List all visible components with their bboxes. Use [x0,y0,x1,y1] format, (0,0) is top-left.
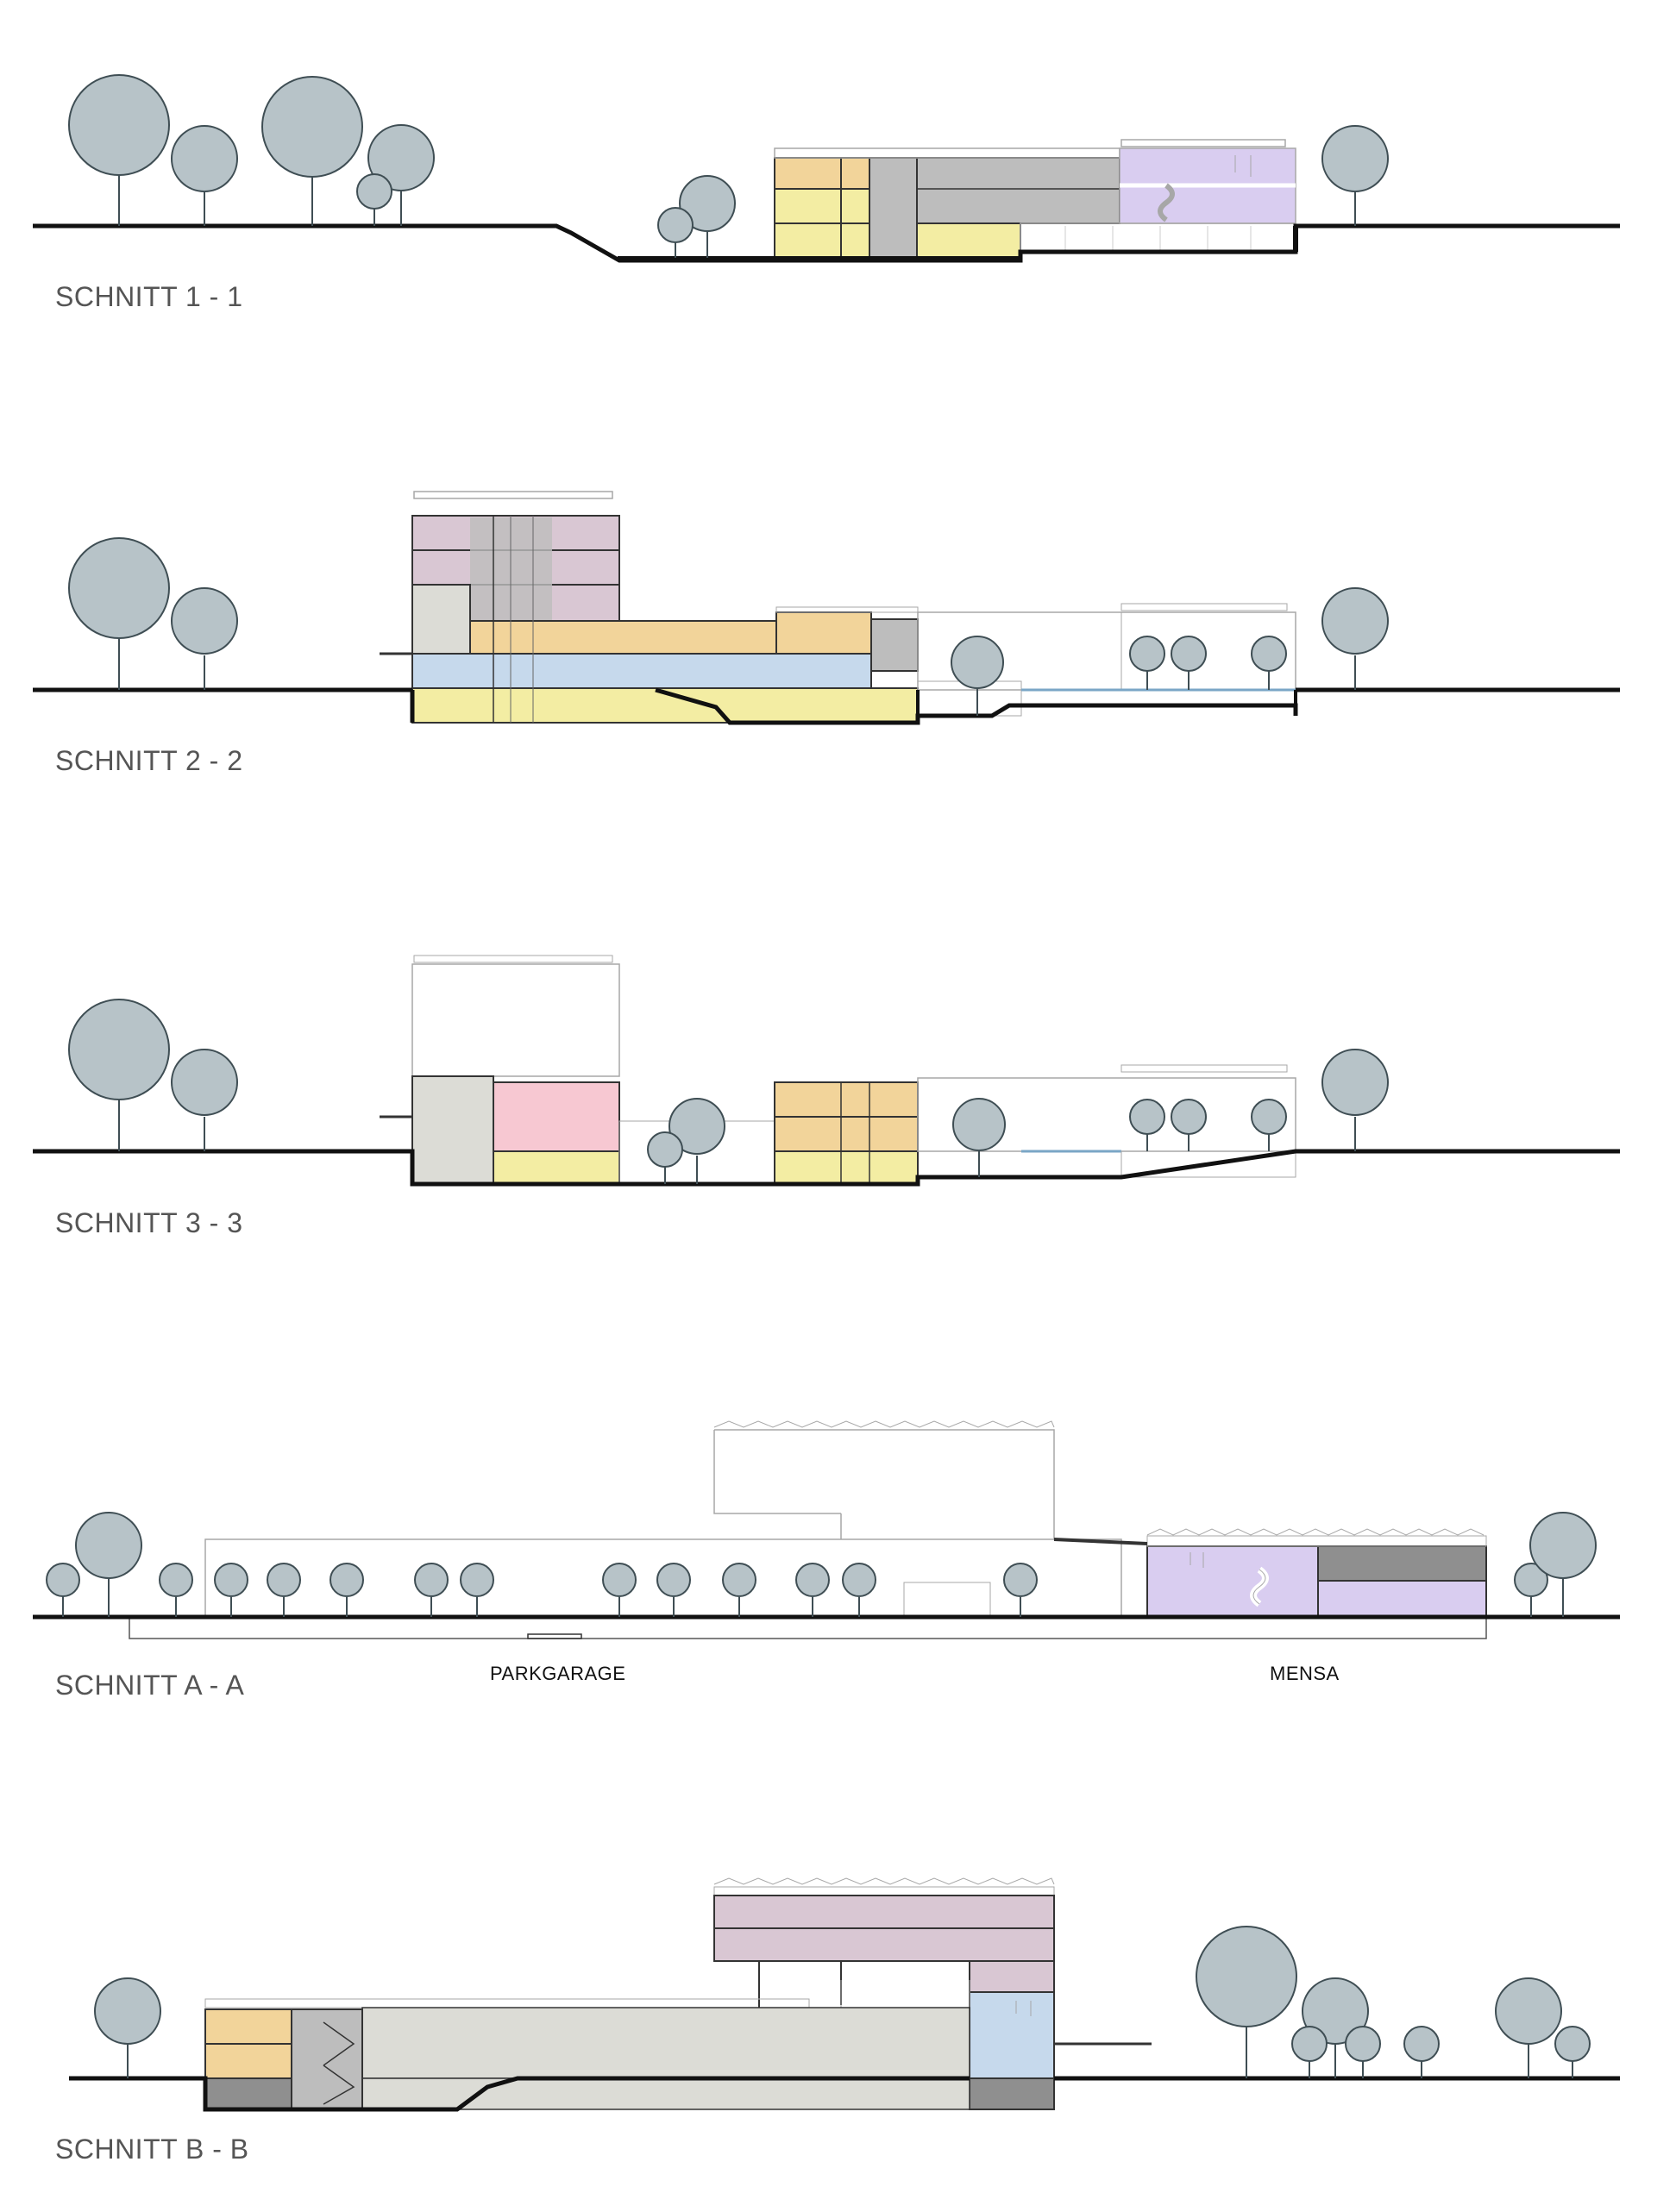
section-3-3-trees [68,999,1389,1184]
section-a-a-trees [46,1512,1597,1617]
section-b-b-trees [94,1926,1591,2078]
section-2-2-title: SCHNITT 2 - 2 [55,745,243,776]
section-3-3-drawing [33,955,1620,1187]
section-b-b-building [204,1877,1152,2110]
section-a-a-drawing [33,1420,1620,1639]
section-3-3-title: SCHNITT 3 - 3 [55,1207,243,1238]
section-2-2-trees [68,537,1389,716]
section-1-1-title: SCHNITT 1 - 1 [55,281,243,312]
section-a-a-building [129,1420,1487,1639]
section-b-b-title: SCHNITT B - B [55,2134,249,2165]
section-1-1-building [774,139,1296,259]
section-3-3-building [380,955,1296,1185]
section-2-2-building [380,491,1296,724]
section-2-2-drawing [33,491,1620,725]
section-3-3-ground-line [33,1149,1620,1187]
section-b-b-drawing [69,1877,1620,2112]
section-b-b-ground-line [69,2076,1620,2112]
section-1-1-drawing [33,74,1620,263]
mensa-label: MENSA [1270,1663,1340,1684]
section-a-a-title: SCHNITT A - A [55,1670,245,1701]
section-1-1-trees [68,74,1389,258]
parkgarage-label: PARKGARAGE [490,1663,626,1684]
section-2-2-ground-line [33,687,1620,725]
